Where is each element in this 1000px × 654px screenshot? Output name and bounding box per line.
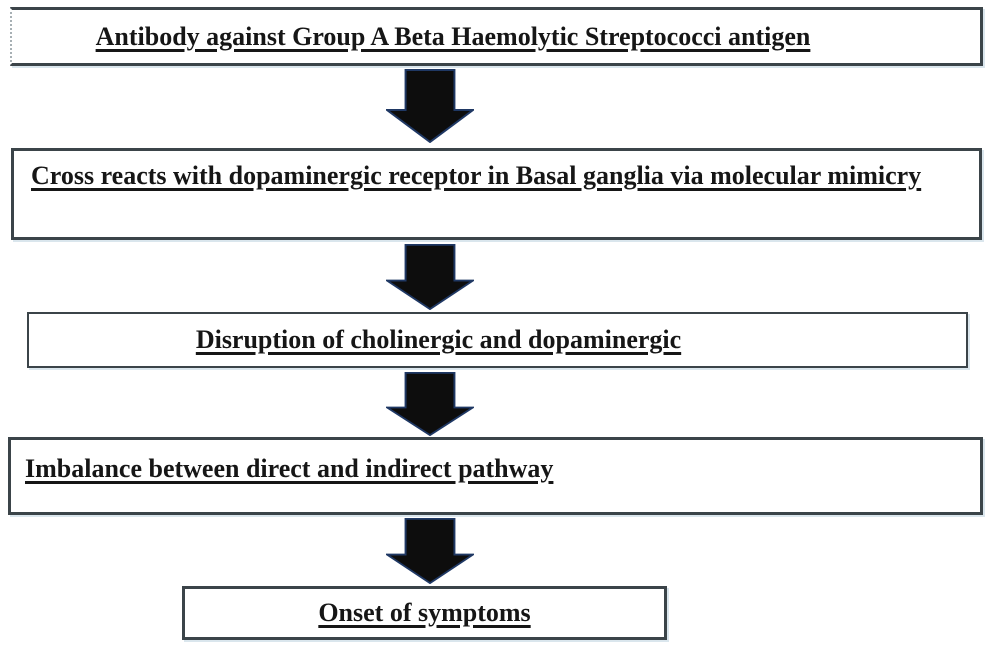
flow-node-label: Cross reacts with dopaminergic receptor … [31, 161, 922, 190]
flow-node-disruption: Disruption of cholinergic and dopaminerg… [27, 312, 968, 368]
down-arrow-icon [386, 518, 474, 584]
flow-node-symptom-onset: Onset of symptoms [182, 586, 667, 640]
flow-node-imbalance: Imbalance between direct and indirect pa… [8, 437, 983, 515]
flow-node-label: Antibody against Group A Beta Haemolytic… [95, 21, 811, 51]
down-arrow-icon [386, 69, 474, 143]
flow-node-label: Onset of symptoms [318, 598, 531, 627]
flow-node-label: Imbalance between direct and indirect pa… [25, 454, 554, 483]
flow-node-antibody: Antibody against Group A Beta Haemolytic… [10, 7, 983, 66]
down-arrow-icon [386, 244, 474, 310]
flow-node-cross-reaction: Cross reacts with dopaminergic receptor … [11, 148, 982, 240]
down-arrow-icon [386, 372, 474, 436]
flow-node-label: Disruption of cholinergic and dopaminerg… [195, 325, 682, 354]
